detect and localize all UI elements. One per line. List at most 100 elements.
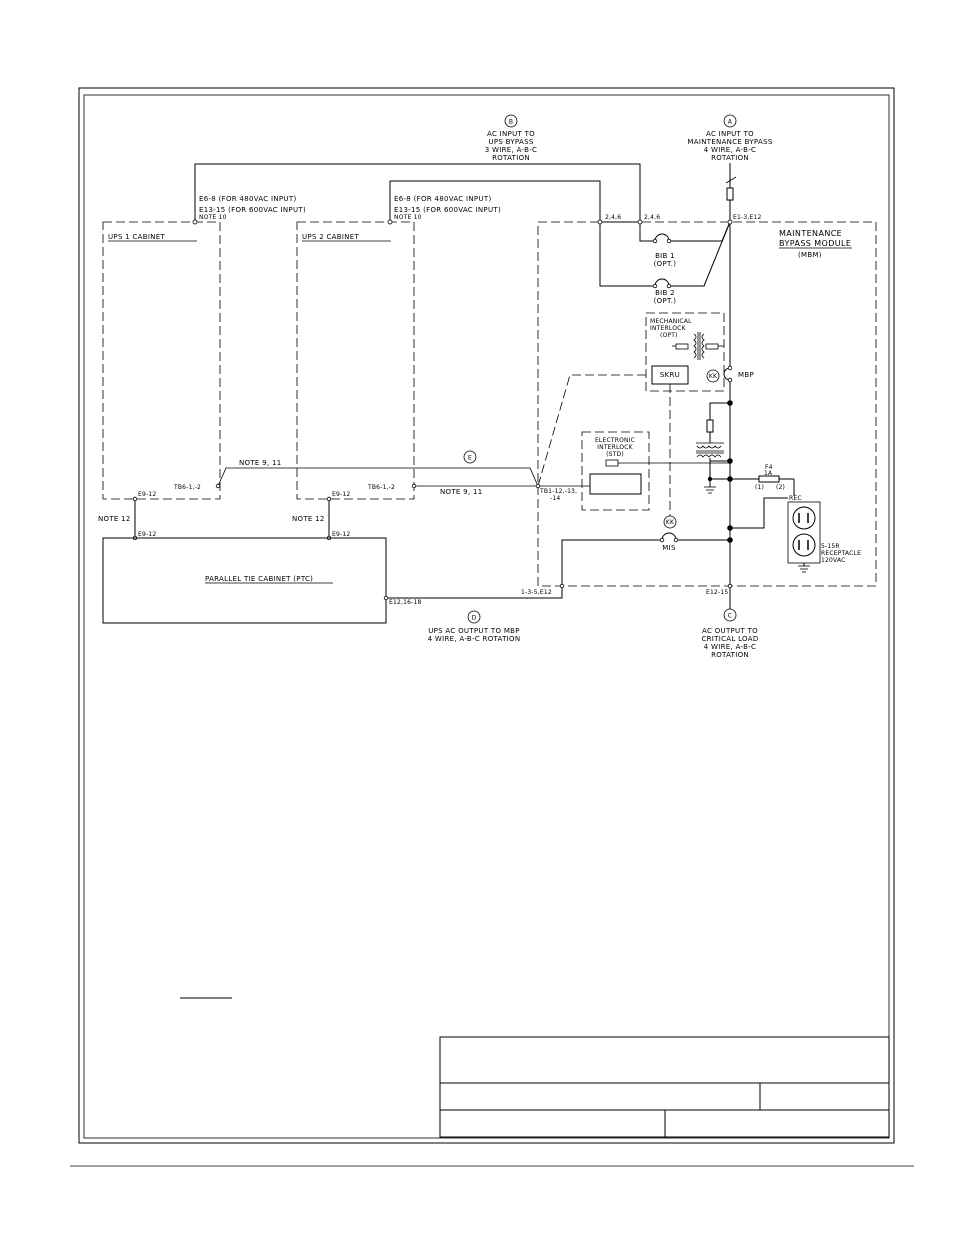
mbm-module-box <box>537 221 877 587</box>
title-block <box>439 1036 890 1138</box>
kk-marker-2: KK <box>663 515 677 529</box>
svg-text:NOTE 10: NOTE 10 <box>394 214 422 221</box>
label-note-9-11-a: NOTE 9, 11 <box>239 459 281 467</box>
ptc-cabinet-box <box>102 537 387 624</box>
f4-fuse: F4 1A (1) (2) <box>730 464 795 496</box>
svg-text:C: C <box>728 613 732 620</box>
wire-maint-bypass-bus <box>725 163 737 598</box>
svg-text:E13-15 (FOR 600VAC INPUT): E13-15 (FOR 600VAC INPUT) <box>394 206 501 214</box>
svg-text:MECHANICAL: MECHANICAL <box>650 318 692 325</box>
label-tb6-ups2: TB6-1,-2 <box>367 484 395 491</box>
label-note-9-11-b: NOTE 9, 11 <box>440 488 482 496</box>
svg-text:3 WIRE, A-B-C: 3 WIRE, A-B-C <box>485 146 537 154</box>
key-lock-icon <box>672 332 724 360</box>
svg-text:MAINTENANCE: MAINTENANCE <box>779 229 842 238</box>
mis-breaker <box>561 532 730 586</box>
ups2-cabinet-label: UPS 2 CABINET <box>302 233 359 241</box>
svg-text:120VAC: 120VAC <box>821 557 846 564</box>
label-ups2-e6: E6-8 (FOR 480VAC INPUT) E13-15 (FOR 600V… <box>394 195 501 221</box>
electronic-interlock-label: ELECTRONIC INTERLOCK (STD) <box>595 437 635 458</box>
label-e12-16: E12,16-18 <box>389 599 422 606</box>
svg-text:BYPASS MODULE: BYPASS MODULE <box>779 239 851 248</box>
svg-text:AC INPUT TO: AC INPUT TO <box>487 130 535 138</box>
mbm-label: MAINTENANCE BYPASS MODULE (MBM) <box>779 229 852 259</box>
electronic-interlock-module <box>589 473 642 495</box>
marker-e: E <box>463 450 477 464</box>
rec-label: REC <box>789 495 802 502</box>
label-ac-input-ups-bypass: AC INPUT TO UPS BYPASS 3 WIRE, A-B-C ROT… <box>485 130 537 162</box>
receptacle-ground <box>798 563 810 573</box>
label-note-12-b: NOTE 12 <box>292 515 325 523</box>
electronic-interlock-box <box>581 431 650 511</box>
label-terminal-135: 1-3-5,E12 <box>521 589 552 596</box>
label-terminal-246-b: 2,4,6 <box>644 214 660 221</box>
marker-d: D <box>467 610 481 624</box>
svg-text:BIB 2: BIB 2 <box>655 289 675 297</box>
label-tb1: TB1-12,-13, <box>539 488 577 495</box>
marker-c: C <box>723 608 737 622</box>
svg-text:AC INPUT TO: AC INPUT TO <box>706 130 754 138</box>
receptacle-label: 5-15R RECEPTACLE 120VAC <box>821 543 861 564</box>
label-ac-input-maint-bypass: AC INPUT TO MAINTENANCE BYPASS 4 WIRE, A… <box>687 130 772 162</box>
svg-text:RECEPTACLE: RECEPTACLE <box>821 550 861 557</box>
ups1-cabinet-label: UPS 1 CABINET <box>108 233 165 241</box>
label-e12-15: E12-15 <box>706 589 728 596</box>
svg-text:B: B <box>509 119 513 126</box>
svg-text:MAINTENANCE BYPASS: MAINTENANCE BYPASS <box>687 138 772 146</box>
svg-text:KK: KK <box>709 373 718 380</box>
marker-b: B <box>504 114 518 128</box>
svg-text:BIB 1: BIB 1 <box>655 252 675 260</box>
svg-text:4 WIRE, A-B-C: 4 WIRE, A-B-C <box>704 146 756 154</box>
label-terminal-246-a: 2,4,6 <box>605 214 621 221</box>
ptc-cabinet-label: PARALLEL TIE CABINET (PTC) <box>205 575 313 583</box>
mechanical-interlock-box <box>645 312 725 392</box>
receptacle-box <box>787 501 821 564</box>
svg-text:NOTE 10: NOTE 10 <box>199 214 227 221</box>
label-tb6-ups1: TB6-1,-2 <box>173 484 201 491</box>
mbp-breaker <box>723 365 733 383</box>
svg-text:(STD): (STD) <box>606 451 624 458</box>
outer-border <box>78 87 895 1144</box>
svg-text:UPS BYPASS: UPS BYPASS <box>488 138 533 146</box>
svg-text:E6-8 (FOR 480VAC INPUT): E6-8 (FOR 480VAC INPUT) <box>199 195 296 203</box>
svg-text:KK: KK <box>666 519 675 526</box>
svg-text:CRITICAL LOAD: CRITICAL LOAD <box>701 635 758 643</box>
svg-text:ROTATION: ROTATION <box>711 154 749 162</box>
label-e9-ptc1: E9-12 <box>138 531 156 538</box>
svg-text:(OPT.): (OPT.) <box>654 260 677 268</box>
svg-text:INTERLOCK: INTERLOCK <box>597 444 634 451</box>
svg-text:(OPT.): (OPT.) <box>654 297 677 305</box>
wire-ups-bypass-feed <box>194 163 731 287</box>
svg-text:D: D <box>472 615 477 622</box>
wire-receptacle-neutral <box>730 497 788 529</box>
svg-text:(1): (1) <box>755 484 764 491</box>
svg-text:A: A <box>728 119 733 126</box>
svg-text:ROTATION: ROTATION <box>711 651 749 659</box>
svg-text:F4: F4 <box>765 464 773 471</box>
svg-text:(2): (2) <box>776 484 785 491</box>
wire-ups-to-ptc <box>134 499 330 538</box>
label-note-12-a: NOTE 12 <box>98 515 131 523</box>
electronic-interlock-key <box>605 459 619 467</box>
interlock-link-skru <box>537 374 646 487</box>
svg-text:(OPT): (OPT) <box>660 332 678 339</box>
svg-text:ROTATION: ROTATION <box>492 154 530 162</box>
mbp-label: MBP <box>738 371 754 379</box>
wire-ups-output <box>386 586 563 599</box>
label-tb1-b: -14 <box>550 495 560 502</box>
kk-marker-1: KK <box>706 369 720 383</box>
inner-border <box>83 94 890 1139</box>
ups1-cabinet-box <box>102 221 221 500</box>
svg-text:ELECTRONIC: ELECTRONIC <box>595 437 635 444</box>
label-e9-ups1: E9-12 <box>138 491 156 498</box>
label-e9-ups2: E9-12 <box>332 491 350 498</box>
svg-text:4 WIRE, A-B-C ROTATION: 4 WIRE, A-B-C ROTATION <box>428 635 521 643</box>
skru-label: SKRU <box>660 371 680 379</box>
svg-text:4 WIRE, A-B-C: 4 WIRE, A-B-C <box>704 643 756 651</box>
svg-text:1A: 1A <box>764 470 773 477</box>
label-ups-ac-output: UPS AC OUTPUT TO MBP 4 WIRE, A-B-C ROTAT… <box>428 627 521 643</box>
svg-text:AC OUTPUT TO: AC OUTPUT TO <box>702 627 758 635</box>
label-e9-ptc2: E9-12 <box>332 531 350 538</box>
